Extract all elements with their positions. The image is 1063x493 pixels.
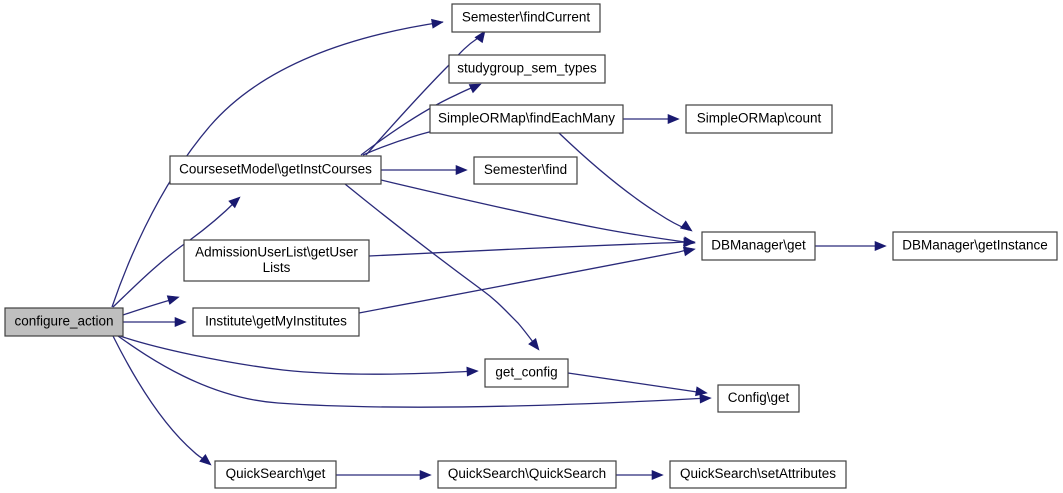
edges-layer: [111, 21, 883, 476]
node-box-get_config[interactable]: [484, 358, 569, 388]
node-box-admissionuserlist_getuserlists[interactable]: [183, 239, 370, 282]
node-box-dbmanager_get[interactable]: [701, 231, 816, 261]
node-box-quicksearch_get[interactable]: [214, 460, 337, 489]
edge-configure_action-to-semester_findcurrent: [111, 21, 444, 308]
arrowhead-12: [528, 338, 540, 351]
edge-configure_action-to-get_config: [119, 335, 476, 375]
node-label-quicksearch_quicksearch: QuickSearch\QuickSearch: [448, 466, 606, 481]
node-label-studygroup_sem_types: studygroup_sem_types: [457, 61, 597, 76]
arrowhead-3: [174, 317, 187, 327]
node-configure_action[interactable]: configure_action: [4, 307, 124, 337]
node-semester_findcurrent[interactable]: Semester\findCurrent: [451, 3, 601, 33]
arrowhead-6: [199, 453, 212, 466]
node-label-dbmanager_get: DBManager\get: [711, 238, 806, 253]
node-simpleormap_findeachmany[interactable]: SimpleORMap\findEachMany: [429, 104, 624, 134]
node-box-dbmanager_getinstance[interactable]: [892, 231, 1058, 261]
arrowhead-7: [474, 30, 486, 44]
nodes-layer: configure_action Semester\findCurrent stud…: [4, 3, 1058, 489]
node-get_config[interactable]: get_config: [484, 358, 569, 388]
node-box-studygroup_sem_types[interactable]: [448, 54, 606, 84]
arrowhead-2: [166, 295, 180, 305]
node-label-config_get: Config\get: [728, 390, 790, 405]
arrowhead-14: [679, 220, 693, 232]
node-quicksearch_quicksearch[interactable]: QuickSearch\QuickSearch: [437, 460, 617, 489]
node-box-simpleormap_count[interactable]: [685, 104, 833, 134]
node-label-admissionuserlist_getuserlists-line2: Lists: [263, 260, 291, 275]
node-label-dbmanager_getinstance: DBManager\getInstance: [902, 238, 1048, 253]
node-simpleormap_count[interactable]: SimpleORMap\count: [685, 104, 833, 134]
edge-simpleormap_findeachmany-to-dbmanager_get: [558, 132, 690, 231]
node-box-quicksearch_setattributes[interactable]: [669, 460, 847, 489]
node-box-semester_findcurrent[interactable]: [451, 3, 601, 33]
node-label-get_config: get_config: [495, 365, 557, 380]
node-studygroup_sem_types[interactable]: studygroup_sem_types: [448, 54, 606, 84]
edge-admissionuserlist_getuserlists-to-dbmanager_get: [368, 241, 693, 257]
node-label-quicksearch_get: QuickSearch\get: [226, 466, 326, 481]
arrowhead-20: [651, 470, 664, 480]
node-label-institute_getmyinstitutes: Institute\getMyInstitutes: [205, 314, 347, 329]
node-quicksearch_setattributes[interactable]: QuickSearch\setAttributes: [669, 460, 847, 489]
edge-configure_action-to-config_get: [117, 335, 709, 408]
node-quicksearch_get[interactable]: QuickSearch\get: [214, 460, 337, 489]
node-institute_getmyinstitutes[interactable]: Institute\getMyInstitutes: [192, 307, 360, 337]
arrowhead-16: [682, 246, 696, 257]
node-coursesetmodel_getinstcourses[interactable]: CoursesetModel\getInstCourses: [169, 155, 382, 185]
arrowhead-5: [699, 393, 712, 404]
arrowheads-layer: [166, 18, 887, 480]
node-label-coursesetmodel_getinstcourses: CoursesetModel\getInstCourses: [179, 162, 372, 177]
node-label-simpleormap_findeachmany: SimpleORMap\findEachMany: [438, 111, 615, 126]
node-label-simpleormap_count: SimpleORMap\count: [697, 111, 822, 126]
edge-get_config-to-config_get: [567, 372, 705, 394]
arrowhead-13: [667, 114, 680, 124]
edge-coursesetmodel_getinstcourses-to-semester_findcurrent: [365, 33, 484, 156]
node-box-config_get[interactable]: [717, 384, 800, 413]
node-semester_find[interactable]: Semester\find: [473, 156, 578, 185]
node-box-coursesetmodel_getinstcourses[interactable]: [169, 155, 382, 185]
node-label-semester_find: Semester\find: [484, 162, 567, 177]
node-box-semester_find[interactable]: [473, 156, 578, 185]
node-label-admissionuserlist_getuserlists-line1: AdmissionUserList\getUser: [195, 244, 358, 259]
node-label-quicksearch_setattributes: QuickSearch\setAttributes: [680, 466, 836, 481]
arrowhead-17: [874, 241, 887, 251]
node-box-configure_action[interactable]: [4, 307, 124, 337]
arrowhead-8: [468, 83, 482, 94]
arrowhead-19: [419, 470, 432, 480]
edge-institute_getmyinstitutes-to-dbmanager_get: [358, 248, 693, 314]
arrowhead-4: [466, 366, 479, 377]
node-box-simpleormap_findeachmany[interactable]: [429, 104, 624, 134]
node-label-semester_findcurrent: Semester\findCurrent: [462, 10, 591, 25]
node-dbmanager_getinstance[interactable]: DBManager\getInstance: [892, 231, 1058, 261]
edge-coursesetmodel_getinstcourses-to-get_config: [344, 183, 537, 347]
edge-coursesetmodel_getinstcourses-to-dbmanager_get: [380, 179, 693, 244]
node-label-configure_action: configure_action: [14, 314, 113, 329]
node-config_get[interactable]: Config\get: [717, 384, 800, 413]
arrowhead-15: [683, 237, 696, 248]
arrowhead-10: [455, 165, 468, 175]
arrowhead-1: [228, 196, 241, 209]
node-box-quicksearch_quicksearch[interactable]: [437, 460, 617, 489]
arrowhead-18: [695, 386, 708, 397]
node-dbmanager_get[interactable]: DBManager\get: [701, 231, 816, 261]
node-box-institute_getmyinstitutes[interactable]: [192, 307, 360, 337]
edge-configure_action-to-admissionuserlist_getuserlists: [122, 298, 175, 316]
arrowhead-0: [431, 18, 444, 29]
